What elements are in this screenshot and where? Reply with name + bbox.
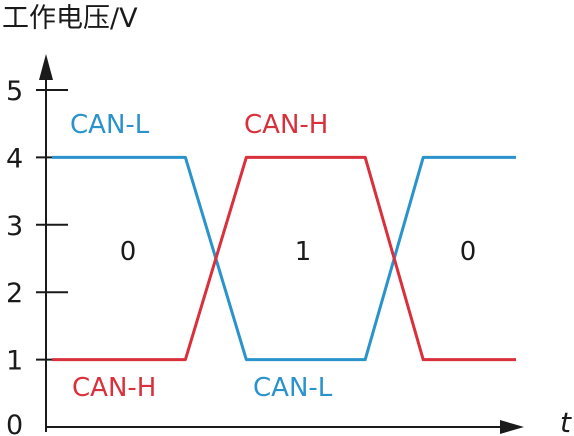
bit-label-1: 0 <box>120 237 137 267</box>
y-ticks: 0 1 2 3 4 5 <box>6 76 68 436</box>
y-tick-label: 1 <box>6 346 23 377</box>
y-axis-label: 工作电压/V <box>2 3 138 34</box>
series-group <box>52 155 516 362</box>
y-tick-label: 3 <box>6 211 23 242</box>
label-can-l-bottom: CAN-L <box>253 373 333 403</box>
series-line-can-l <box>52 155 516 362</box>
y-tick-label: 2 <box>6 278 23 309</box>
y-tick-label: 4 <box>6 143 23 174</box>
y-tick-label: 0 <box>6 410 23 436</box>
x-axis-label: t <box>560 406 572 436</box>
series-line-can-h <box>52 155 516 362</box>
bit-label-2: 1 <box>295 237 312 267</box>
y-axis-arrow <box>39 54 53 80</box>
bit-label-3: 0 <box>460 237 477 267</box>
x-axis-arrow <box>500 420 524 434</box>
label-can-h-top: CAN-H <box>244 110 328 140</box>
label-can-l-top: CAN-L <box>70 110 150 140</box>
y-tick-label: 5 <box>6 76 23 107</box>
label-can-h-bottom: CAN-H <box>72 373 156 403</box>
